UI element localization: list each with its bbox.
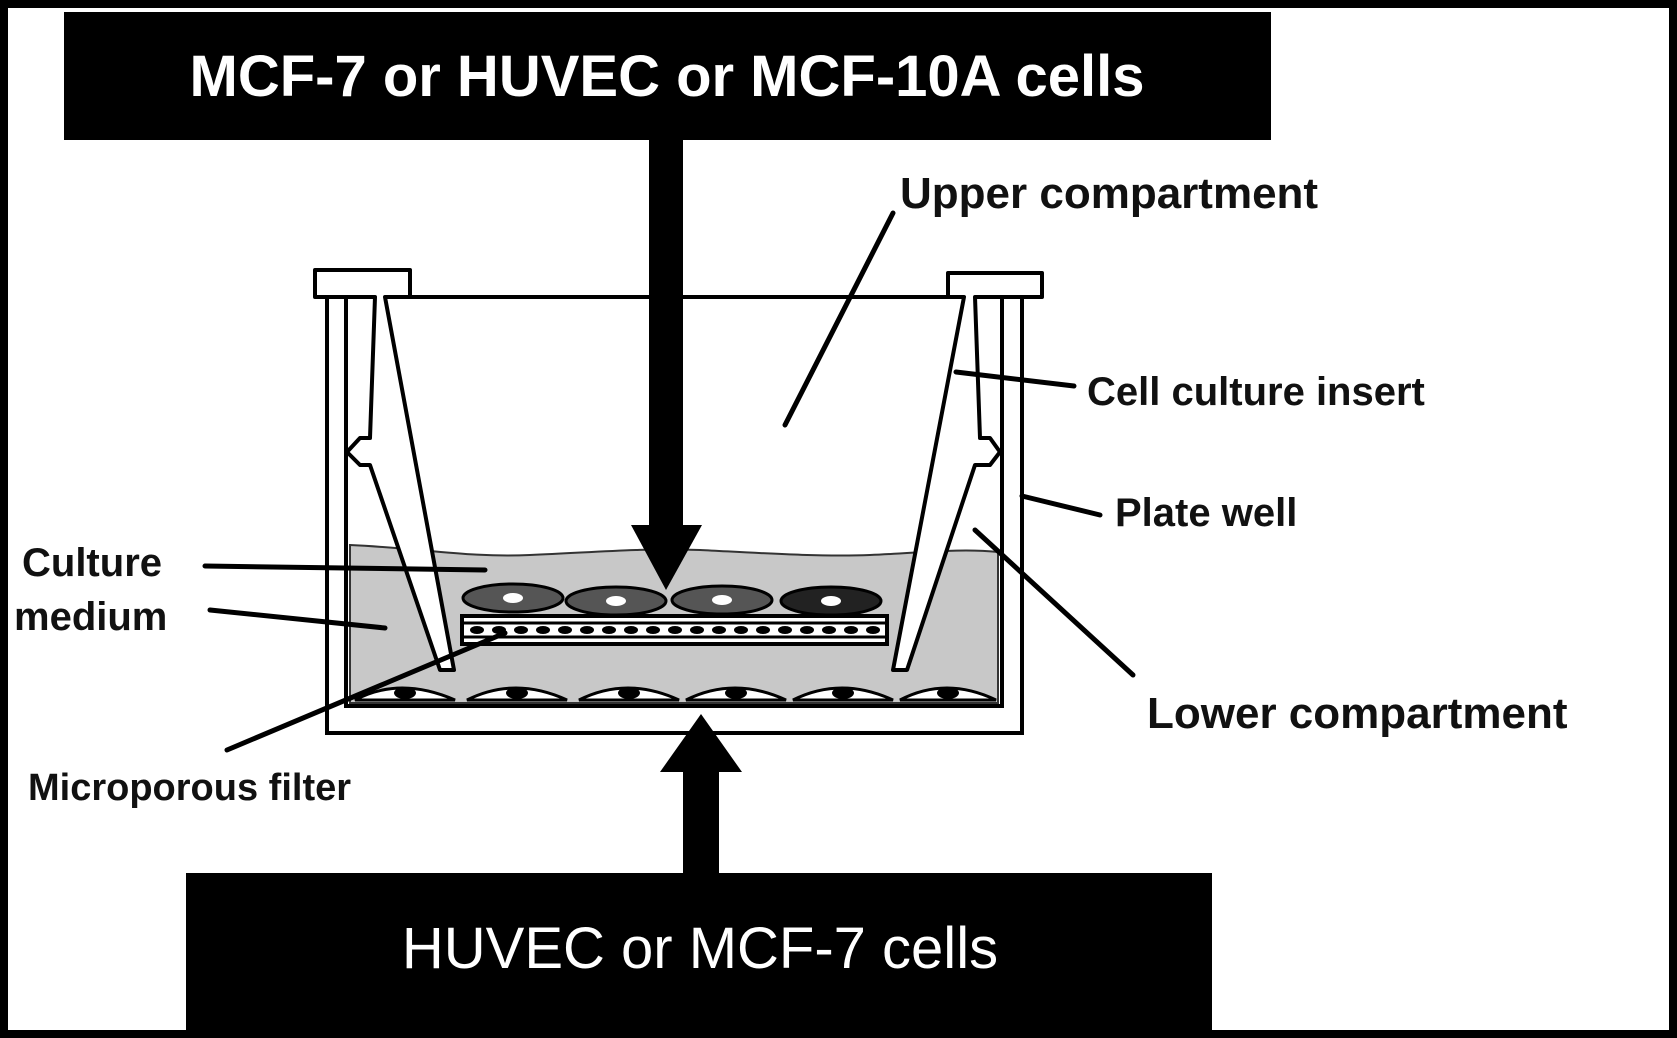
label-lower-compartment: Lower compartment — [1147, 689, 1568, 738]
label-culture-medium-line2: medium — [14, 595, 167, 639]
label-upper-compartment: Upper compartment — [900, 169, 1318, 218]
top-banner — [64, 12, 1271, 140]
leader-cell-culture-insert — [953, 369, 1077, 389]
bottom-banner-text: HUVEC or MCF-7 cells — [402, 916, 998, 981]
leader-microporous-filter — [224, 630, 508, 753]
up-arrow — [660, 714, 742, 874]
bottom-cell-layer — [354, 686, 997, 702]
label-culture-medium-line1: Culture — [22, 541, 162, 585]
leader-culture-medium-2 — [207, 607, 388, 631]
bottom-banner — [186, 873, 1212, 1031]
leader-upper-compartment — [782, 210, 896, 428]
down-arrow — [631, 138, 702, 590]
leader-lower-compartment — [972, 527, 1136, 678]
top-banner-text: MCF-7 or HUVEC or MCF-10A cells — [190, 44, 1145, 109]
microporous-filter — [460, 614, 889, 646]
top-cell-layer — [461, 582, 883, 617]
label-microporous-filter: Microporous filter — [28, 767, 351, 809]
label-plate-well: Plate well — [1115, 491, 1297, 535]
leader-plate-well — [1019, 493, 1103, 518]
label-cell-culture-insert: Cell culture insert — [1087, 370, 1425, 414]
leader-culture-medium-1 — [202, 563, 488, 573]
